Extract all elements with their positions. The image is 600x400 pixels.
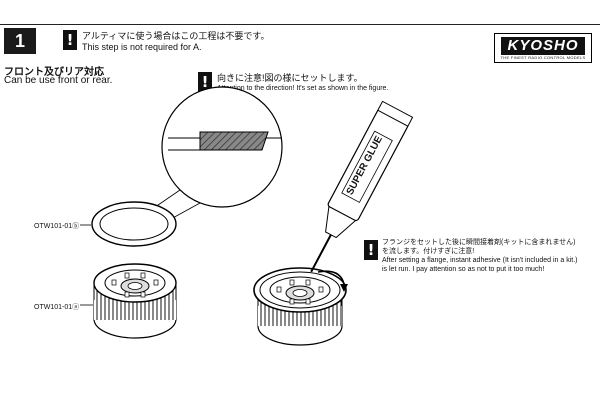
flange-part-label: OTW101-01ⓑ [34, 223, 80, 230]
section-title-en: Can be use front or rear. [4, 75, 113, 86]
header-rule [0, 24, 600, 25]
super-glue-tube: SUPER GLUE [310, 100, 414, 273]
kyosho-logo: KYOSHO THE FINEST RADIO CONTROL MODELS [494, 33, 592, 63]
glue-note-jp-2: を流します。付けすぎに注意! [382, 248, 475, 255]
direction-note-jp: 向きに注意!図の様にセットします。 [217, 73, 363, 83]
glue-note-en-2: is let run. I pay attention so as not to… [382, 266, 545, 273]
glue-note: フランジをセットした後に瞬間接着剤(キットに含まれません) を流します。付けすぎ… [382, 238, 592, 274]
glue-warning-icon: ! [364, 240, 378, 260]
direction-note-en: Attention to the direction! It's set as … [217, 85, 389, 92]
step-note-en: This step is not required for A. [82, 42, 202, 52]
section-title-jp: フロント及びリア対応 [4, 67, 104, 78]
direction-note: 向きに注意!図の様にセットします。 Attention to the direc… [217, 73, 388, 93]
pulley-part-label: OTW101-01ⓐ [34, 304, 80, 311]
glue-note-jp-1: フランジをセットした後に瞬間接着剤(キットに含まれません) [382, 239, 576, 246]
warning-icon: ! [63, 30, 77, 50]
step-number: 1 [4, 28, 36, 54]
detail-magnifier [144, 86, 283, 226]
logo-main-text: KYOSHO [501, 36, 585, 55]
flange-cross-section [199, 131, 269, 151]
direction-warning-icon: ! [198, 72, 212, 92]
logo-tagline: THE FINEST RADIO CONTROL MODELS [500, 54, 586, 60]
step-note-jp: アルティマに使う場合はこの工程は不要です。 [82, 31, 270, 41]
pulley-gear-left [93, 263, 177, 339]
glue-note-en-1: After setting a flange, instant adhesive… [382, 257, 578, 264]
pulley-gear-right [253, 267, 348, 346]
flange-ring [91, 201, 177, 247]
step-note: アルティマに使う場合はこの工程は不要です。 This step is not r… [82, 31, 269, 53]
